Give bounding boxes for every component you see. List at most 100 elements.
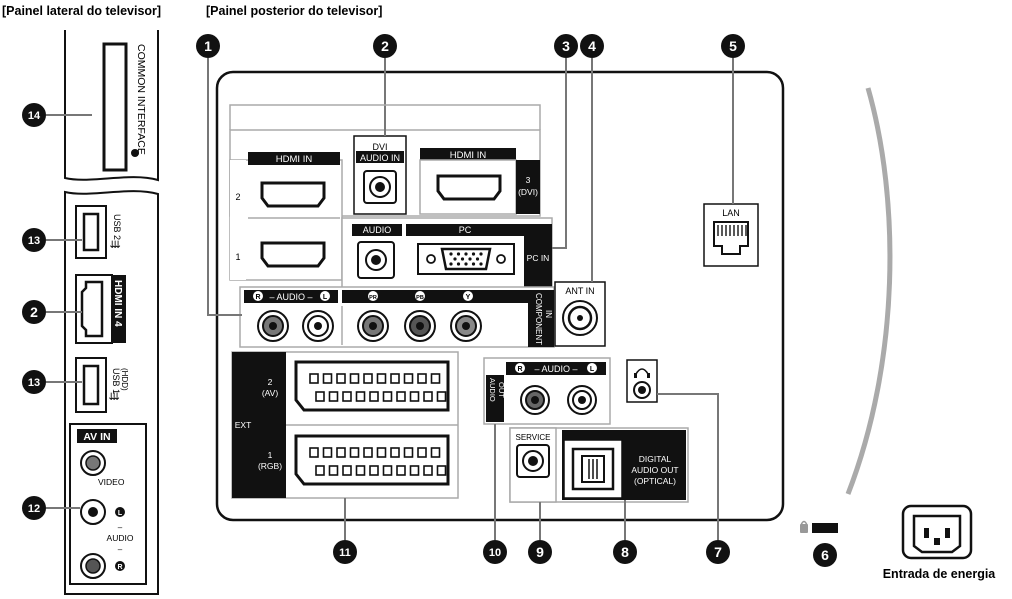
ant-in-label: ANT IN bbox=[565, 286, 594, 296]
av-l-badge bbox=[115, 507, 125, 517]
av-audio-label: AUDIO bbox=[107, 533, 134, 543]
pc-in-band bbox=[524, 224, 552, 288]
hdmi-port-2-number: 2 bbox=[235, 192, 240, 202]
component-in-band bbox=[528, 290, 554, 347]
component-jack-center bbox=[269, 322, 277, 330]
scart-pin bbox=[436, 465, 447, 476]
scart-pin bbox=[423, 465, 433, 476]
usb1-socket bbox=[82, 364, 100, 406]
component-jack-center bbox=[314, 322, 322, 330]
scart2-number: 2 bbox=[268, 377, 273, 387]
component-jack-center bbox=[416, 322, 424, 330]
vga-screw-left bbox=[426, 254, 436, 264]
scart-pin bbox=[322, 447, 333, 458]
scart-pin bbox=[382, 391, 393, 402]
av-r-mark: R bbox=[117, 564, 122, 571]
component-r-badge bbox=[253, 291, 263, 301]
component-jack-center bbox=[462, 322, 470, 330]
svg-text:11: 11 bbox=[339, 547, 351, 559]
component-l-badge bbox=[320, 291, 330, 301]
svg-text:2: 2 bbox=[30, 304, 38, 320]
scart-pin bbox=[417, 373, 427, 384]
power-pin-right bbox=[945, 528, 950, 538]
scart-pin bbox=[382, 465, 393, 476]
audio-out-l-jack-center bbox=[578, 396, 586, 404]
hdmi3-label-band bbox=[420, 148, 516, 161]
svg-text:13: 13 bbox=[28, 235, 40, 247]
dvi-audio-in-band bbox=[356, 151, 404, 163]
callout-13b: 13 bbox=[22, 370, 46, 394]
scart-pin bbox=[369, 465, 379, 476]
service-label: SERVICE bbox=[516, 433, 551, 442]
hdmi3-label: HDMI IN bbox=[450, 150, 487, 161]
hdmi4-socket bbox=[80, 280, 104, 338]
scart-pin bbox=[403, 373, 414, 384]
svg-text:8: 8 bbox=[621, 544, 629, 560]
headphone-icon bbox=[635, 368, 649, 375]
vga-pin bbox=[449, 262, 453, 266]
callout-4: 4 bbox=[580, 34, 604, 58]
av-video-jack-center bbox=[85, 455, 101, 471]
svg-text:13: 13 bbox=[28, 377, 40, 389]
scart-pin bbox=[417, 447, 427, 458]
callout-8: 8 bbox=[613, 540, 637, 564]
svg-text:7: 7 bbox=[714, 544, 722, 560]
av-r-badge bbox=[115, 561, 125, 571]
component-y-badge bbox=[463, 291, 473, 301]
hdmi-port-1-number: 1 bbox=[235, 252, 240, 262]
callout-1: 1 bbox=[196, 34, 220, 58]
component-jack-center bbox=[369, 322, 377, 330]
scart-pin bbox=[423, 391, 433, 402]
scart-pin bbox=[349, 447, 360, 458]
scart-pin bbox=[328, 391, 339, 402]
pc-audio-band bbox=[352, 224, 402, 236]
scart-pin bbox=[355, 465, 366, 476]
audio-out-r-jack-center bbox=[531, 396, 539, 404]
leader-3 bbox=[552, 58, 567, 249]
component-video-band bbox=[342, 290, 528, 303]
svg-text:3: 3 bbox=[562, 38, 570, 54]
callout-badges: 1 2 3 4 5 6 7 8 9 10 11 12 13 2 13 14 bbox=[22, 34, 837, 567]
hdmi4-label-band bbox=[112, 275, 126, 343]
av-audio-r-jack-center bbox=[85, 558, 101, 574]
scart2-type: (AV) bbox=[262, 388, 279, 398]
scart-pin bbox=[309, 447, 319, 458]
scart-pin bbox=[409, 465, 420, 476]
callout-11: 11 bbox=[333, 540, 357, 564]
audio-out-l-badge bbox=[587, 363, 597, 373]
scart-pin bbox=[390, 373, 400, 384]
svg-text:4: 4 bbox=[588, 38, 596, 54]
ext-band bbox=[232, 352, 254, 498]
vga-pin bbox=[471, 262, 476, 266]
vga-pin bbox=[468, 257, 472, 261]
lan-pins bbox=[717, 225, 747, 236]
hdmi3-dvi: (DVI) bbox=[518, 187, 538, 197]
audio-out-label-1: AUDIO bbox=[488, 378, 497, 402]
callout-9: 9 bbox=[528, 540, 552, 564]
vga-pin bbox=[464, 252, 468, 256]
usb2-label: USB 2 bbox=[112, 214, 122, 240]
leader-7 bbox=[657, 393, 719, 540]
vga-pin bbox=[456, 252, 461, 256]
pc-label: PC bbox=[459, 225, 472, 235]
svg-text:10: 10 bbox=[489, 547, 501, 559]
audio-out-r-badge bbox=[515, 363, 525, 373]
av-in-label: AV IN bbox=[83, 431, 110, 443]
hdmi4-label: HDMI IN 4 bbox=[112, 280, 123, 327]
component-in-label-2: IN bbox=[544, 310, 553, 318]
scart-pin bbox=[430, 447, 441, 458]
pc-audio-jack-center bbox=[371, 255, 381, 265]
scart-pin bbox=[363, 373, 373, 384]
vga-pins bbox=[449, 252, 483, 266]
ant-in-pin bbox=[577, 315, 583, 321]
leader-1 bbox=[207, 58, 242, 316]
scart-pin bbox=[342, 465, 352, 476]
component-y-label: Y bbox=[466, 294, 471, 301]
scart-pin bbox=[349, 373, 360, 384]
scart-pin bbox=[309, 373, 319, 384]
scart-pin bbox=[336, 447, 346, 458]
audio-out-r-mark: R bbox=[517, 366, 522, 373]
callout-7: 7 bbox=[706, 540, 730, 564]
scart-pin bbox=[396, 465, 406, 476]
